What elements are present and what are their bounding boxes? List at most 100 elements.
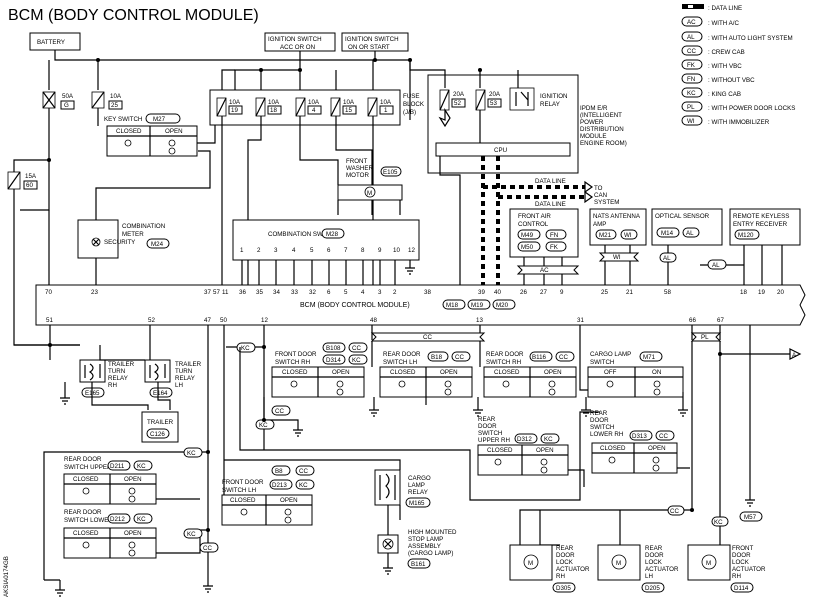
svg-text:SWITCH LOWER LH: SWITCH LOWER LH xyxy=(64,517,122,524)
svg-text:53: 53 xyxy=(490,100,497,107)
svg-text:9: 9 xyxy=(378,247,382,254)
fdsw-rh-kc-tag2: KC xyxy=(259,422,268,429)
combination-switch-pins: 1 2 3 4 5 6 7 8 9 10 12 xyxy=(240,247,415,254)
combination-meter-line1: COMBINATION xyxy=(122,223,165,230)
svg-text:23: 23 xyxy=(91,289,98,296)
svg-text:10A: 10A xyxy=(308,99,320,106)
front-air-line2: CONTROL xyxy=(518,221,549,228)
svg-text:CLOSED: CLOSED xyxy=(282,369,308,376)
key-switch-conn: M27 xyxy=(153,116,166,123)
svg-text:RH: RH xyxy=(556,573,565,580)
svg-text:SWITCH: SWITCH xyxy=(590,359,614,366)
svg-text:9: 9 xyxy=(560,289,564,296)
trailer-relay-lh-conn: E164 xyxy=(153,390,168,397)
svg-text:SWITCH: SWITCH xyxy=(478,430,502,437)
svg-text:CLOSED: CLOSED xyxy=(73,476,99,483)
svg-text:48: 48 xyxy=(370,317,377,324)
fuse-15a-amp: 15A xyxy=(25,173,37,180)
svg-text:M49: M49 xyxy=(521,232,534,239)
svg-text:DOOR: DOOR xyxy=(478,423,497,430)
ign-start-line2: ON OR START xyxy=(348,44,390,51)
svg-text:DOOR: DOOR xyxy=(590,417,609,424)
off-page-a: A xyxy=(792,352,797,359)
svg-text:REAR DOOR: REAR DOOR xyxy=(64,509,102,516)
svg-text:3: 3 xyxy=(274,247,278,254)
svg-text:5: 5 xyxy=(344,289,348,296)
svg-text:57: 57 xyxy=(213,289,220,296)
cargo-relay-conn: M165 xyxy=(409,500,425,507)
nats-line2: AMP xyxy=(593,221,606,228)
trailer-relay-lh-box xyxy=(144,359,171,383)
legend-text-fk: : WITH VBC xyxy=(708,63,742,70)
svg-text:FRONT DOOR: FRONT DOOR xyxy=(275,351,317,358)
combination-meter-conn: M24 xyxy=(151,241,164,248)
svg-text:13: 13 xyxy=(476,317,483,324)
svg-text:M: M xyxy=(528,560,533,567)
key-switch-closed: CLOSED xyxy=(116,128,142,135)
fuse-50a-amp: 50A xyxy=(62,93,74,100)
svg-text:SWITCH UPPER LH: SWITCH UPPER LH xyxy=(64,464,121,471)
svg-text:20: 20 xyxy=(777,289,784,296)
legend-code-al: AL xyxy=(687,34,695,41)
rear-door-switch-lower-rh: REAR DOOR SWITCH LOWER RH D313 CC CLOSED… xyxy=(590,410,678,474)
optical-al-tag: AL xyxy=(663,255,671,262)
fdsw-rh-kc-tag: KC xyxy=(241,345,250,352)
svg-text:RELAY: RELAY xyxy=(175,375,195,382)
ignition-relay-line2: RELAY xyxy=(540,101,560,108)
svg-text:50: 50 xyxy=(220,317,227,324)
svg-text:OPEN: OPEN xyxy=(440,369,458,376)
svg-text:M14: M14 xyxy=(661,230,674,237)
svg-text:FRONT DOOR: FRONT DOOR xyxy=(222,479,264,486)
cpu-label: CPU xyxy=(494,147,507,154)
svg-text:38: 38 xyxy=(424,289,431,296)
svg-text:CC: CC xyxy=(299,468,308,475)
svg-text:18: 18 xyxy=(270,107,277,114)
svg-text:CC: CC xyxy=(559,354,568,361)
actuator-rear-lh: M REAR DOOR LOCK ACTUATOR LH D205 xyxy=(597,544,679,593)
svg-text:OPEN: OPEN xyxy=(280,497,298,504)
side-code: AKSIA0174GB xyxy=(3,556,10,597)
svg-text:25: 25 xyxy=(601,289,608,296)
svg-text:67: 67 xyxy=(717,317,724,324)
svg-text:ENGINE ROOM): ENGINE ROOM) xyxy=(580,140,627,147)
trailer-name: TRAILER xyxy=(147,419,174,426)
svg-text:D312: D312 xyxy=(517,436,532,443)
svg-text:52: 52 xyxy=(454,100,461,107)
legend-text-cc: : CREW CAB xyxy=(708,49,745,56)
svg-text:11: 11 xyxy=(222,289,229,296)
svg-text:CLOSED: CLOSED xyxy=(600,445,626,452)
svg-text:CLOSED: CLOSED xyxy=(230,497,256,504)
svg-text:STOP LAMP: STOP LAMP xyxy=(408,536,443,543)
svg-text:DOOR: DOOR xyxy=(556,552,575,559)
svg-text:21: 21 xyxy=(626,289,633,296)
svg-text:FRONT: FRONT xyxy=(346,158,368,165)
combination-switch-box xyxy=(232,219,420,261)
svg-text:MODULE: MODULE xyxy=(580,133,606,140)
svg-text:OPEN: OPEN xyxy=(124,530,142,537)
svg-text:IPDM E/R: IPDM E/R xyxy=(580,105,608,112)
svg-text:FRONT: FRONT xyxy=(732,545,754,552)
svg-text:DISTRIBUTION: DISTRIBUTION xyxy=(580,126,624,133)
svg-text:REAR: REAR xyxy=(590,410,608,417)
svg-text:M19: M19 xyxy=(471,302,484,309)
svg-text:B8: B8 xyxy=(275,468,283,475)
legend-codes: AC : WITH A/C AL : WITH AUTO LIGHT SYSTE… xyxy=(681,16,795,126)
pl-cc-tag: CC xyxy=(670,508,679,515)
page-title: BCM (BODY CONTROL MODULE) xyxy=(8,7,259,24)
svg-text:HIGH MOUNTED: HIGH MOUNTED xyxy=(408,529,457,536)
legend-code-fk: FK xyxy=(687,62,696,69)
stop-lamp-conn: B161 xyxy=(411,561,426,568)
svg-text:LH: LH xyxy=(175,382,183,389)
ground-conn: M57 xyxy=(744,514,757,521)
svg-text:TRAILER: TRAILER xyxy=(175,361,202,368)
svg-text:4: 4 xyxy=(292,247,296,254)
svg-text:SYSTEM: SYSTEM xyxy=(594,199,619,206)
svg-text:19: 19 xyxy=(758,289,765,296)
svg-text:10: 10 xyxy=(393,247,400,254)
optical-name: OPTICAL SENSOR xyxy=(655,213,710,220)
left-cc-tag: CC xyxy=(203,545,212,552)
fuse-50a-id: G xyxy=(64,102,69,109)
svg-text:D213: D213 xyxy=(272,482,287,489)
trailer-conn: C126 xyxy=(150,431,165,438)
